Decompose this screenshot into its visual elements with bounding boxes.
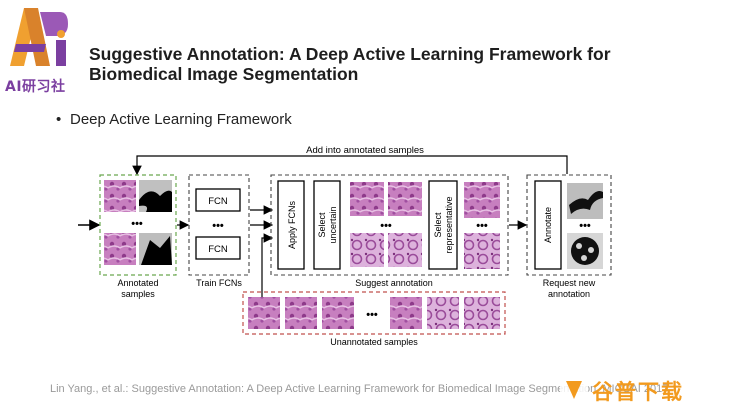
- unannotated-image-5: [427, 297, 459, 329]
- select-uncertain-box: [313, 180, 341, 270]
- unannotated-image-1: [248, 297, 280, 329]
- select-uncertain-label-2: uncertain: [328, 206, 338, 243]
- select-representative-box: [428, 180, 458, 270]
- apply-fcns-box: [277, 180, 305, 270]
- annotate-label: Annotate: [543, 207, 553, 243]
- unannotated-image-4: [390, 297, 422, 329]
- request-mask-1-shape: [569, 191, 603, 214]
- suggest-annotation-group: [270, 174, 509, 276]
- annotated-label-2: samples: [121, 289, 155, 299]
- watermark-icon: [560, 375, 588, 403]
- unannotated-label: Unannotated samples: [330, 337, 418, 347]
- representative-image-2: [464, 233, 500, 269]
- request-label-1: Request new: [543, 278, 596, 288]
- suggest-image-1: [350, 182, 384, 216]
- fcn-dots: •••: [212, 220, 224, 232]
- bullet-text: Deep Active Learning Framework: [70, 111, 292, 128]
- annotated-image-2: [104, 233, 136, 265]
- select-representative-label-2: representative: [444, 196, 454, 253]
- annotated-image-1: [104, 180, 136, 212]
- unannotated-image-2: [285, 297, 317, 329]
- train-label: Train FCNs: [196, 278, 242, 288]
- slide-title-line-2: Biomedical Image Segmentation: [89, 64, 359, 84]
- annotated-label-1: Annotated: [117, 278, 158, 288]
- train-fcns-group: [188, 174, 250, 276]
- unannotated-image-6: [464, 297, 500, 329]
- feedback-label: Add into annotated samples: [306, 145, 424, 156]
- suggest-image-2: [388, 182, 422, 216]
- suggest-label: Suggest annotation: [355, 278, 433, 288]
- bullet-item: • Deep Active Learning Framework: [56, 111, 292, 128]
- watermark-text: 谷普下载: [592, 380, 684, 404]
- unannotated-image-3: [322, 297, 354, 329]
- fcn-box-2: [195, 236, 241, 260]
- select-uncertain-label-1: Select: [317, 212, 327, 238]
- annotated-dots: •••: [131, 218, 143, 230]
- annotated-mask-1-shape: [139, 190, 172, 212]
- annotated-mask-2-shape: [141, 236, 172, 265]
- suggest-image-4: [388, 233, 422, 267]
- request-label-2: annotation: [548, 289, 590, 299]
- suggest-dots: •••: [380, 220, 392, 232]
- request-annotation-group: [526, 174, 612, 276]
- annotate-box: [534, 180, 562, 270]
- slide-title-line-1: Suggestive Annotation: A Deep Active Lea…: [89, 44, 611, 64]
- fcn-label-1: FCN: [208, 196, 228, 207]
- ai-yanxishe-logo: [10, 8, 68, 66]
- citation: Lin Yang., et al.: Suggestive Annotation…: [50, 383, 669, 395]
- logo-brand-text: AI研习社: [5, 79, 66, 95]
- select-representative-label-1: Select: [433, 212, 443, 238]
- unannotated-dots: •••: [366, 309, 378, 321]
- request-dots: •••: [579, 220, 591, 232]
- unannotated-samples-group: [242, 291, 506, 335]
- unannotated-up-arrow: [261, 233, 274, 298]
- representative-image-1: [464, 182, 500, 218]
- suggest-image-3: [350, 233, 384, 267]
- fcn-label-2: FCN: [208, 244, 228, 255]
- fcn-box-1: [195, 188, 241, 212]
- apply-fcns-label: Apply FCNs: [287, 200, 297, 249]
- feedback-arrow: [132, 155, 568, 176]
- slide-title: Suggestive Annotation: A Deep Active Lea…: [89, 44, 699, 84]
- representative-dots: •••: [476, 220, 488, 232]
- annotated-samples-group: [99, 174, 177, 276]
- bullet-dot: •: [56, 111, 62, 128]
